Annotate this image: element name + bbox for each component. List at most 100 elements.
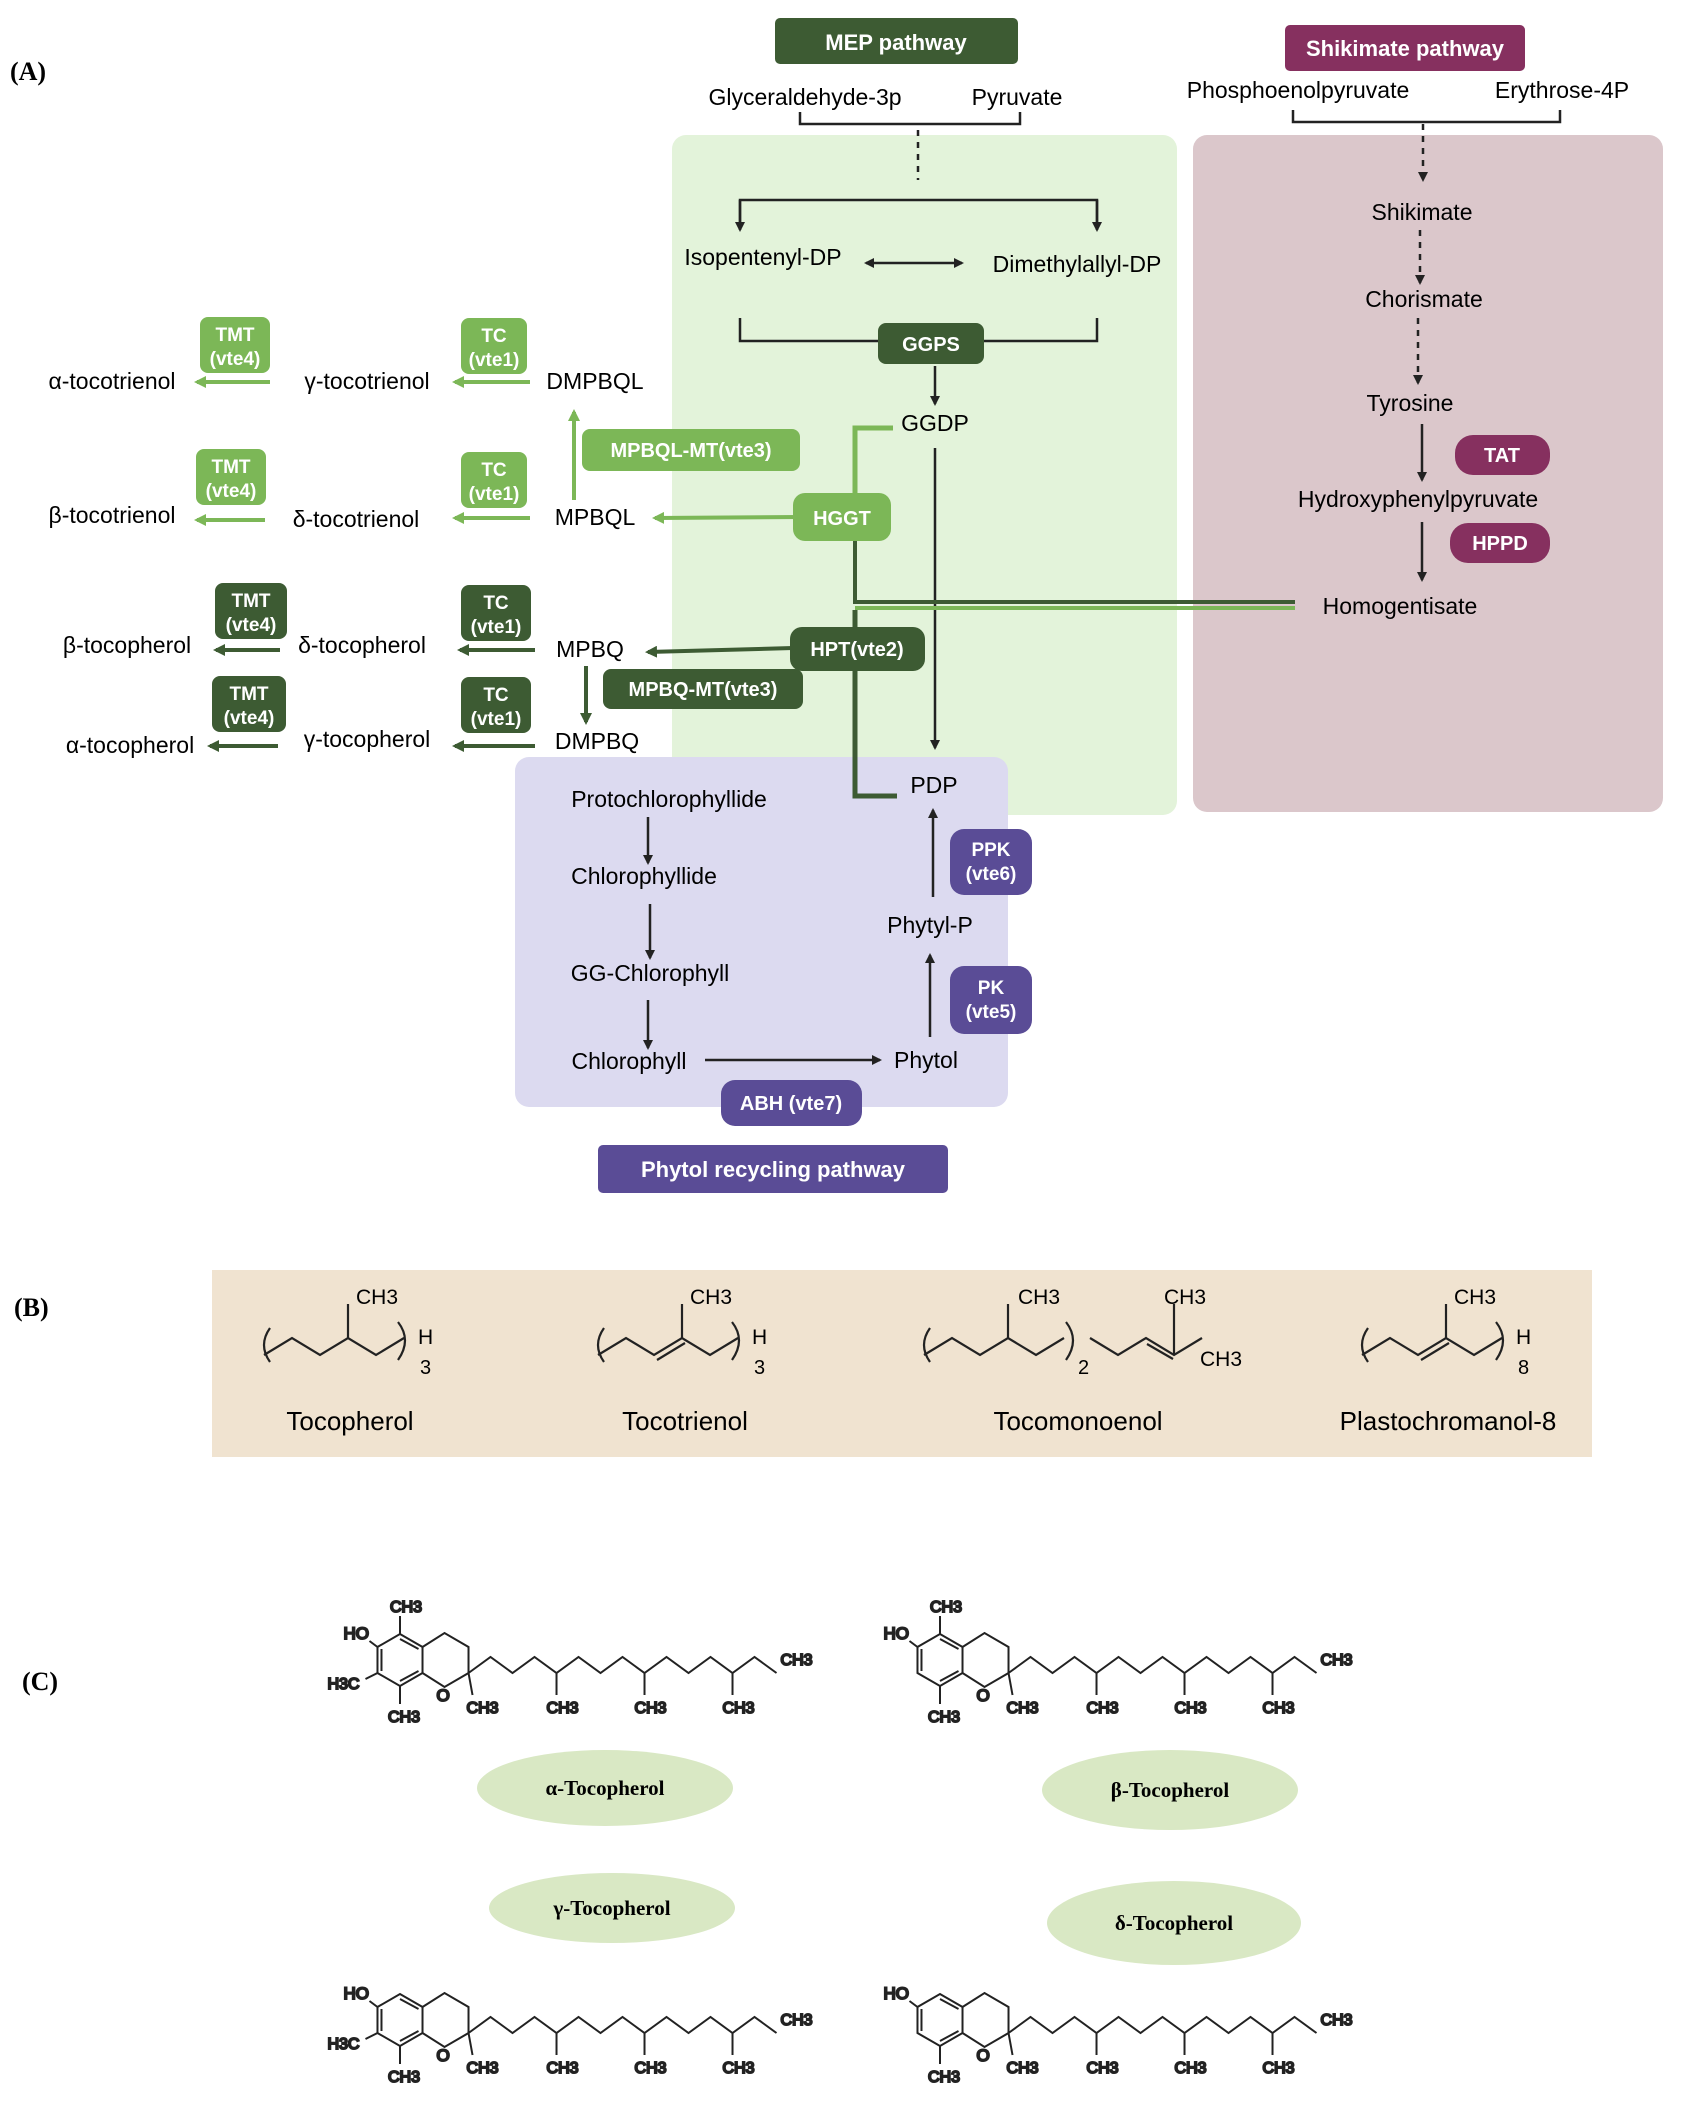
delta-chain-methyl-1: CH3 — [1087, 2060, 1119, 2077]
delta-chain-methyl-2: CH3 — [1175, 2060, 1207, 2077]
ppk-label: PPK — [971, 840, 1010, 861]
gamma-tocopherol-name: γ-Tocopherol — [552, 1896, 670, 1920]
homogentisate-label: Homogentisate — [1323, 593, 1478, 619]
alpha-ring-oxygen: O — [437, 1686, 450, 1705]
beta-chain-methyl-1: CH3 — [1087, 1700, 1119, 1717]
ipp-label: Isopentenyl-DP — [684, 244, 841, 270]
g-tocopherol-label: γ-tocopherol — [304, 726, 431, 752]
a-tocotrienol-label: α-tocotrienol — [48, 368, 175, 394]
tc-box-row3: TC (vte1) — [461, 585, 531, 641]
tocotrienol-ch3: CH3 — [690, 1286, 732, 1309]
tc-sub-row3: (vte1) — [471, 617, 522, 638]
mpbql-mt-label: MPBQL-MT(vte3) — [610, 440, 771, 462]
tat-label: TAT — [1484, 445, 1520, 467]
ggdp-to-hggt-light-line — [852, 425, 893, 515]
hpt-label: HPT(vte2) — [810, 639, 903, 661]
tc-box-row4: TC (vte1) — [461, 677, 531, 733]
gg-chlorophyll-label: GG-Chlorophyll — [571, 960, 730, 986]
gamma-terminal-methyl: CH3 — [781, 2012, 813, 2029]
panel-label-a: (A) — [10, 57, 46, 86]
plastochromanol-n: 8 — [1518, 1357, 1529, 1379]
hpt-enzyme-box: HPT(vte2) — [790, 627, 925, 671]
plastochromanol-name: Plastochromanol-8 — [1340, 1406, 1557, 1436]
chlorophyllide-label: Chlorophyllide — [571, 863, 717, 889]
plastochromanol-h: H — [1516, 1326, 1531, 1349]
shikimate-title-box: Shikimate pathway — [1285, 25, 1525, 71]
gamma-oval — [489, 1873, 735, 1943]
panel-label-c: (C) — [22, 1667, 58, 1696]
tc-label-row1: TC — [481, 326, 507, 347]
tmt-sub-row1: (vte4) — [210, 349, 261, 370]
alpha-tocopherol-name: α-Tocopherol — [545, 1776, 664, 1800]
tmt-box-row1: TMT (vte4) — [200, 317, 270, 373]
d-tocopherol-label: δ-tocopherol — [298, 632, 426, 658]
tat-enzyme-box: TAT — [1455, 435, 1550, 475]
chlorophyll-label: Chlorophyll — [571, 1048, 686, 1074]
ppk-sub: (vte6) — [966, 864, 1017, 885]
tyrosine-label: Tyrosine — [1367, 390, 1454, 416]
shikimate-label: Shikimate — [1372, 199, 1473, 225]
mpbql-label: MPBQL — [555, 504, 636, 530]
tc-sub-row4: (vte1) — [471, 709, 522, 730]
tmt-sub-row2: (vte4) — [206, 481, 257, 502]
tmt-label-row2: TMT — [211, 457, 250, 478]
delta-oval — [1047, 1881, 1301, 1965]
pdp-label: PDP — [910, 772, 957, 798]
chorismate-label: Chorismate — [1365, 286, 1483, 312]
phytol-label: Phytol — [894, 1047, 958, 1073]
tocomonoenol-side-chain — [922, 1304, 1203, 1363]
tc-label-row4: TC — [483, 685, 509, 706]
pk-label: PK — [978, 978, 1005, 999]
gamma-c7-methyl: H3C — [327, 2036, 359, 2053]
hggt-enzyme-box: HGGT — [793, 493, 891, 541]
shikimate-precursor-bracket — [1291, 110, 1562, 124]
panel-label-b: (B) — [14, 1293, 49, 1322]
beta-chain-methyl-2: CH3 — [1175, 1700, 1207, 1717]
arrow-hggt-to-mpbql — [652, 511, 801, 524]
beta-c5-methyl: CH3 — [930, 1599, 962, 1616]
side-chain-panel — [212, 1270, 1592, 1457]
mep-title: MEP pathway — [825, 30, 967, 55]
tocopherol-n: 3 — [420, 1357, 431, 1379]
protochlorophyllide-label: Protochlorophyllide — [571, 786, 767, 812]
d-tocotrienol-label: δ-tocotrienol — [293, 506, 420, 532]
tc-label-row3: TC — [483, 593, 509, 614]
tocomonoenol-ch3-c: CH3 — [1200, 1348, 1242, 1371]
b-tocotrienol-label: β-tocotrienol — [48, 502, 175, 528]
hggt-label: HGGT — [813, 508, 871, 530]
pyruvate-label: Pyruvate — [972, 84, 1063, 110]
delta-c2-methyl: CH3 — [1007, 2060, 1039, 2077]
tocotrienol-side-chain — [596, 1304, 741, 1363]
a-tocopherol-label: α-tocopherol — [66, 732, 194, 758]
tmt-label-row4: TMT — [229, 684, 268, 705]
ppk-enzyme-box: PPK (vte6) — [950, 829, 1032, 895]
beta-hydroxyl: HO — [883, 1624, 909, 1643]
tocopherol-h: H — [418, 1326, 433, 1349]
delta-terminal-methyl: CH3 — [1321, 2012, 1353, 2029]
dmpbq-label: DMPBQ — [555, 728, 639, 754]
tmt-box-row4: TMT (vte4) — [212, 676, 286, 732]
erythrose-label: Erythrose-4P — [1495, 77, 1629, 103]
tocotrienol-name: Tocotrienol — [622, 1406, 748, 1436]
tc-sub-row1: (vte1) — [469, 350, 520, 371]
tocopherol-ch3: CH3 — [356, 1286, 398, 1309]
mpbq-label: MPBQ — [556, 636, 624, 662]
tmt-box-row2: TMT (vte4) — [196, 449, 266, 505]
hpp-label: Hydroxyphenylpyruvate — [1298, 486, 1538, 512]
ggps-enzyme-box: GGPS — [878, 323, 984, 364]
delta-c8-methyl: CH3 — [928, 2069, 960, 2086]
mpbql-mt-enzyme-box: MPBQL-MT(vte3) — [582, 429, 800, 471]
tocopherol-name: Tocopherol — [286, 1406, 413, 1436]
plastochromanol-ch3: CH3 — [1454, 1286, 1496, 1309]
pk-sub: (vte5) — [966, 1002, 1017, 1023]
tmt-label-row3: TMT — [231, 591, 270, 612]
beta-ring-oxygen: O — [977, 1686, 990, 1705]
tc-sub-row2: (vte1) — [469, 484, 520, 505]
pep-label: Phosphoenolpyruvate — [1187, 77, 1410, 103]
gamma-chain-methyl-3: CH3 — [723, 2060, 755, 2077]
g-tocotrienol-label: γ-tocotrienol — [304, 368, 429, 394]
